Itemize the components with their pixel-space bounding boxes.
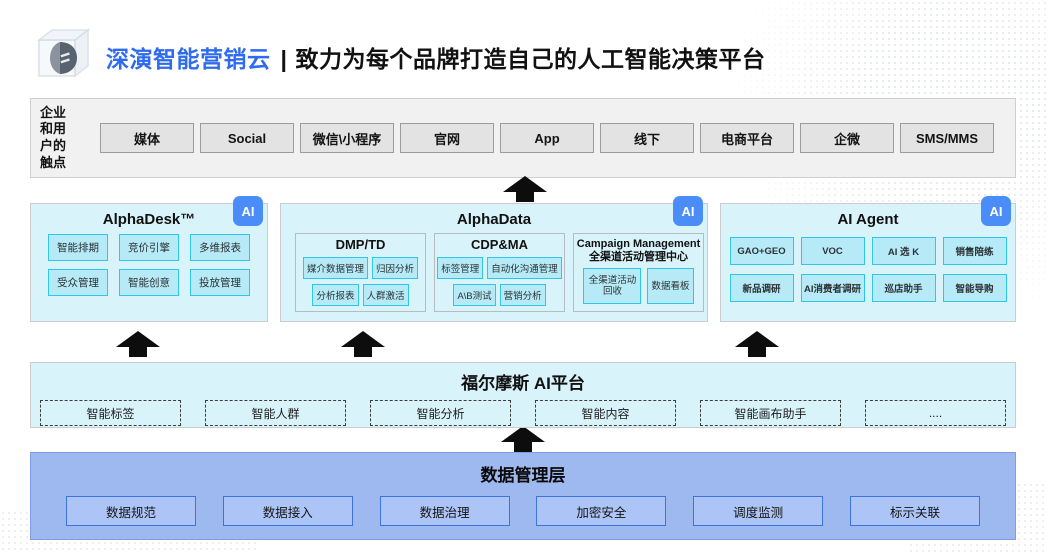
group-cdp-ma: CDP&MA 标签管理 自动化沟通管理 A\B测试 营销分析: [434, 233, 565, 312]
chip-audience-mgmt: 受众管理: [48, 269, 108, 296]
touchpoint-offline: 线下: [600, 123, 694, 153]
chip-smart-creative: 智能创意: [119, 269, 179, 296]
ai-badge: AI: [233, 196, 263, 226]
alphadata-groups: DMP/TD 媒介数据管理 归因分析 分析报表 人群激活 CDP&MA 标签管理…: [295, 233, 707, 312]
item-scheduling-monitoring: 调度监测: [693, 496, 824, 526]
holmes-ai-platform-band: 福尔摩斯 AI平台 智能标签 智能人群 智能分析 智能内容 智能画布助手 ...…: [30, 362, 1016, 428]
alphadesk-title: AlphaDesk™: [102, 211, 196, 228]
touchpoint-sms-mms: SMS/MMS: [900, 123, 994, 153]
chip-new-product-research: 新品调研: [729, 274, 794, 302]
chip-ai-select-k: AI 选 K: [871, 237, 936, 265]
chip-media-data-mgmt: 媒介数据管理: [302, 257, 368, 280]
group-dmp-td-title: DMP/TD: [335, 237, 386, 252]
chip-delivery-mgmt: 投放管理: [190, 269, 250, 296]
chip-automated-comm-mgmt: 自动化沟通管理: [487, 257, 562, 280]
ai-agent-panel: AI AI Agent GAO+GEO VOC AI 选 K 销售陪练 新品调研…: [720, 196, 1016, 322]
touchpoint-ecommerce: 电商平台: [700, 123, 794, 153]
ai-badge: AI: [673, 196, 703, 226]
chip-bidding-engine: 竞价引擎: [119, 234, 179, 261]
touchpoint-label-line: 企业: [40, 104, 67, 120]
group-campaign-mgmt: Campaign Management 全渠道活动管理中心 全渠道活动回收 数据…: [573, 233, 704, 312]
item-smart-content: 智能内容: [535, 400, 676, 426]
chip-marketing-analysis: 营销分析: [499, 284, 546, 307]
up-arrow-mid-left: [116, 331, 160, 357]
chip-tag-mgmt: 标签管理: [437, 257, 484, 280]
ai-agent-chips: GAO+GEO VOC AI 选 K 销售陪练 新品调研 AI消费者调研 巡店助…: [721, 237, 1015, 302]
touchpoint-official-site: 官网: [400, 123, 494, 153]
chip-ab-testing: A\B测试: [453, 284, 496, 307]
group-dmp-td: DMP/TD 媒介数据管理 归因分析 分析报表 人群激活: [295, 233, 426, 312]
chip-analysis-report: 分析报表: [312, 284, 359, 307]
alphadata-title: AlphaData: [456, 211, 532, 228]
title-divider: |: [280, 46, 288, 72]
up-arrow-mid-center: [341, 331, 385, 357]
up-arrow-bottom: [501, 426, 545, 452]
item-smart-tags: 智能标签: [40, 400, 181, 426]
touchpoint-bar: 企业 和用 户的 触点 媒体 Social 微信\小程序 官网 App 线下 电…: [30, 98, 1016, 178]
touchpoint-social: Social: [200, 123, 294, 153]
ai-platform-items: 智能标签 智能人群 智能分析 智能内容 智能画布助手 ....: [31, 400, 1015, 426]
touchpoint-label-line: 和用: [40, 121, 67, 137]
touchpoint-items: 媒体 Social 微信\小程序 官网 App 线下 电商平台 企微 SMS/M…: [100, 123, 994, 153]
touchpoint-app: App: [500, 123, 594, 153]
data-management-layer-band: 数据管理层 数据规范 数据接入 数据治理 加密安全 调度监测 标示关联: [30, 452, 1016, 540]
touchpoint-wecom: 企微: [800, 123, 894, 153]
up-arrow-top: [503, 176, 547, 202]
touchpoint-label-line: 户的: [40, 138, 67, 153]
item-data-ingestion: 数据接入: [222, 496, 353, 526]
alphadesk-panel: AI AlphaDesk™ 智能排期 竞价引擎 多维报表 受众管理 智能创意 投…: [30, 196, 268, 322]
up-arrow-mid-right: [735, 331, 779, 357]
group-campaign-title-en: Campaign Management: [576, 238, 701, 250]
item-smart-analysis: 智能分析: [370, 400, 511, 426]
brand-logo: [30, 26, 94, 84]
touchpoint-media: 媒体: [100, 123, 194, 153]
chip-data-dashboard: 数据看板: [647, 268, 694, 305]
touchpoint-label: 企业 和用 户的 触点: [40, 105, 92, 172]
alphadata-panel: AI AlphaData DMP/TD 媒介数据管理 归因分析 分析报表 人群激…: [280, 196, 708, 322]
item-data-standards: 数据规范: [66, 496, 196, 526]
data-layer-items: 数据规范 数据接入 数据治理 加密安全 调度监测 标示关联: [31, 496, 1015, 526]
ai-badge: AI: [981, 196, 1011, 226]
title-tagline: 致力为每个品牌打造自己的人工智能决策平台: [295, 46, 766, 72]
item-encryption-security: 加密安全: [536, 496, 667, 526]
holmes-ai-platform-title: 福尔摩斯 AI平台: [461, 374, 585, 393]
cube-sphere-logo-icon: [36, 28, 91, 78]
brand-name: 深演智能营销云: [106, 46, 271, 72]
item-smart-audience: 智能人群: [205, 400, 346, 426]
chip-ai-consumer-research: AI消费者调研: [800, 274, 865, 302]
chip-gao-geo: GAO+GEO: [729, 237, 794, 265]
page-title: 深演智能营销云 | 致力为每个品牌打造自己的人工智能决策平台: [106, 40, 765, 74]
chip-multidim-report: 多维报表: [190, 234, 250, 261]
item-id-linkage: 标示关联: [849, 496, 980, 526]
group-campaign-title-zh: 全渠道活动管理中心: [589, 250, 688, 263]
chip-smart-scheduling: 智能排期: [48, 234, 108, 261]
item-smart-canvas-assistant: 智能画布助手: [700, 400, 841, 426]
chip-attribution-analysis: 归因分析: [372, 257, 419, 280]
chip-omnichannel-campaign-recycle: 全渠道活动回收: [583, 268, 642, 305]
alphadesk-chips: 智能排期 竞价引擎 多维报表 受众管理 智能创意 投放管理: [31, 234, 267, 296]
chip-audience-activation: 人群激活: [362, 284, 409, 307]
item-data-governance: 数据治理: [379, 496, 510, 526]
ai-agent-title: AI Agent: [837, 211, 899, 228]
chip-store-patrol-assistant: 巡店助手: [871, 274, 936, 302]
chip-sales-coaching: 销售陪练: [942, 237, 1007, 265]
item-more: ....: [865, 400, 1006, 426]
chip-voc: VOC: [800, 237, 865, 265]
group-cdp-ma-title: CDP&MA: [470, 237, 529, 252]
chip-smart-shopping-guide: 智能导购: [942, 274, 1007, 302]
touchpoint-wechat-miniprogram: 微信\小程序: [300, 123, 394, 153]
data-layer-title: 数据管理层: [480, 466, 566, 485]
touchpoint-label-line: 触点: [40, 154, 67, 170]
